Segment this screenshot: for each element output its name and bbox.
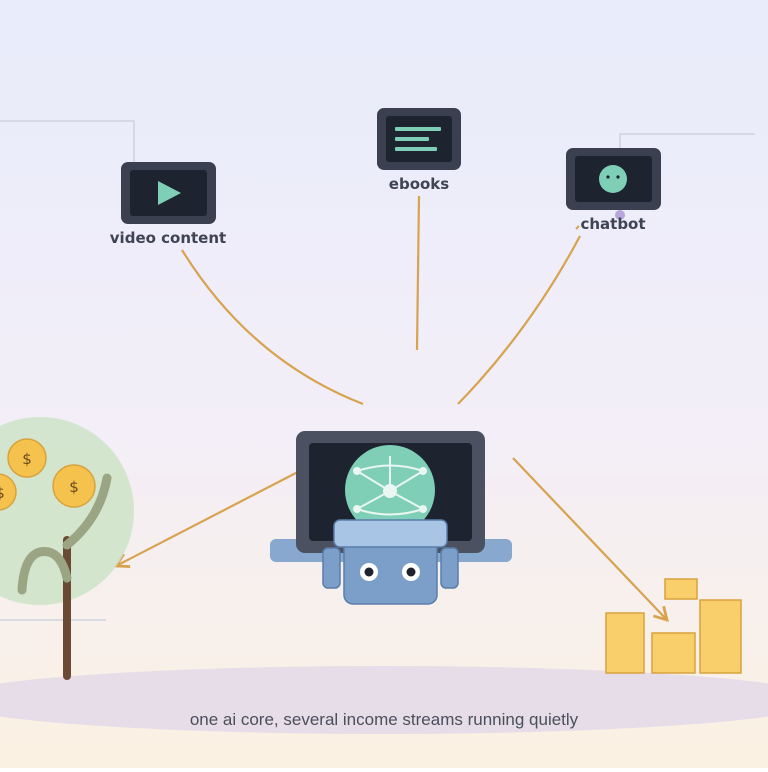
coin-symbol: $ xyxy=(0,484,5,502)
caption: one ai core, several income streams runn… xyxy=(189,710,579,729)
coin-symbol: $ xyxy=(69,478,79,496)
coin-1: $ xyxy=(7,438,47,478)
label-video-content: video content xyxy=(109,229,227,247)
bot-face-icon xyxy=(599,165,627,193)
robot-arm-right xyxy=(440,547,459,589)
robot xyxy=(322,519,459,605)
ai-core xyxy=(270,431,512,605)
text-lines-icon xyxy=(395,127,441,151)
chatbot-node xyxy=(566,148,661,220)
robot-head-band xyxy=(333,519,448,548)
bar-2 xyxy=(651,632,696,674)
tree-branch-right xyxy=(62,473,112,550)
coin-2: $ xyxy=(52,464,96,508)
bar-floating xyxy=(664,578,698,600)
robot-arm-left xyxy=(322,547,341,589)
connector-chatbot xyxy=(457,235,581,405)
tree-branch-left xyxy=(17,547,72,595)
connector-chatbot-tick xyxy=(575,225,580,230)
ground xyxy=(0,666,768,734)
play-icon xyxy=(158,181,181,205)
connector-video xyxy=(181,249,364,406)
money-tree-icon: $ $ $ xyxy=(0,417,134,680)
connector-ebooks xyxy=(415,195,421,351)
chatbot-dot xyxy=(615,210,625,220)
coin-symbol: $ xyxy=(22,450,32,468)
bar-3 xyxy=(699,599,742,674)
label-chatbot: chatbot xyxy=(580,215,646,233)
coin-3: $ xyxy=(0,473,17,511)
video-content-node xyxy=(121,162,216,224)
ebooks-node xyxy=(377,108,461,170)
guide-line-right xyxy=(619,133,755,148)
label-ebooks: ebooks xyxy=(388,175,450,193)
arrow-to-tree xyxy=(113,458,324,569)
bar-chart-icon xyxy=(605,578,742,674)
bar-1 xyxy=(605,612,645,674)
network-globe-icon xyxy=(345,445,435,535)
guide-line-left xyxy=(0,120,135,162)
arrow-to-chart xyxy=(512,457,669,623)
